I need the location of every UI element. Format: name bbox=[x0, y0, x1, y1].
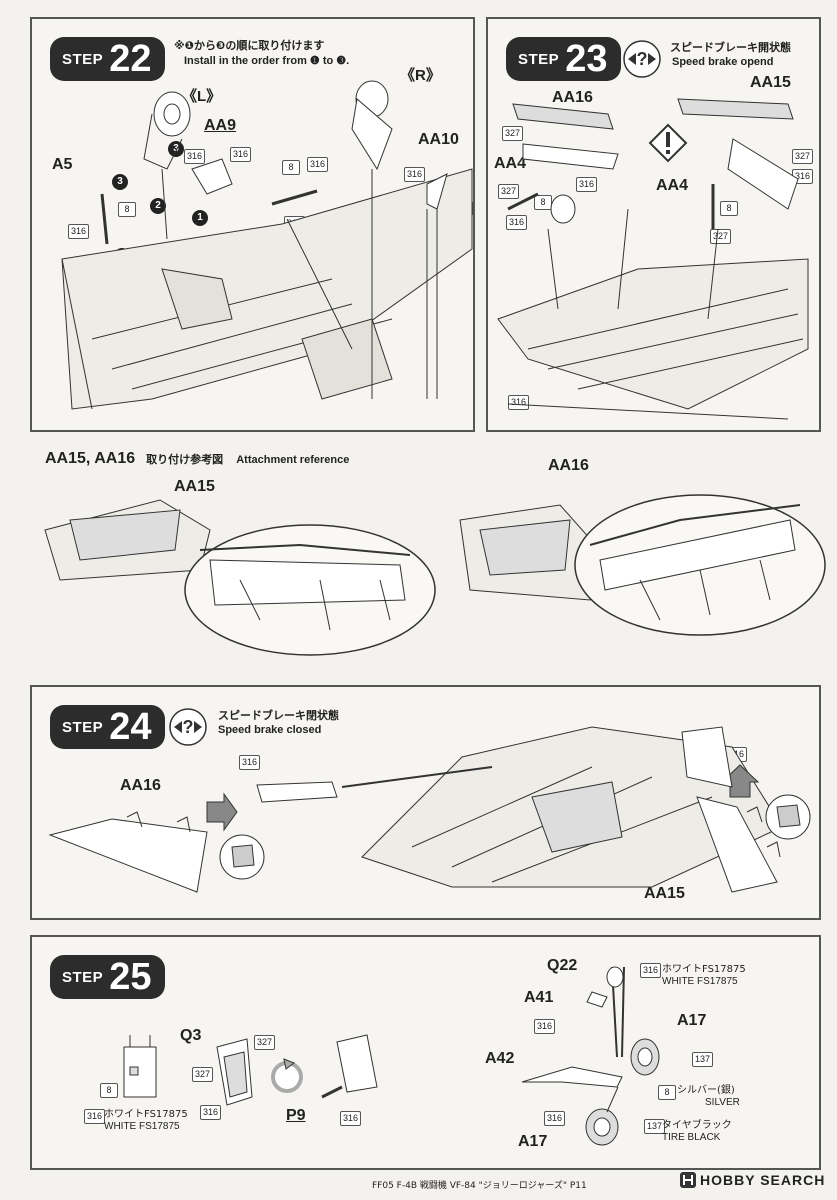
label-left: 《L》 bbox=[182, 88, 222, 105]
step-25-panel: STEP 25 Q3 P9 Q22 A41 A17 A42 A17 8 316 … bbox=[30, 935, 821, 1170]
paint-silver: シルバー(銀) SILVER bbox=[677, 1085, 740, 1109]
paint-white-jp: ホワイトFS17875 bbox=[104, 1109, 188, 1120]
step-22-note-en: Install in the order from ❶ to ❸. bbox=[184, 55, 350, 67]
tag-8: 8 bbox=[282, 160, 300, 175]
tag-327: 327 bbox=[192, 1067, 214, 1082]
tag-8: 8 bbox=[720, 201, 738, 216]
tag-316: 316 bbox=[640, 963, 662, 978]
part-aa16: AA16 bbox=[552, 89, 593, 106]
part-aa9: AA9 bbox=[204, 117, 237, 134]
part-aa15: AA15 bbox=[750, 74, 791, 91]
speed-brake-open-icon: ? bbox=[623, 40, 661, 78]
paint-white-jp: ホワイトFS17875 bbox=[662, 964, 746, 975]
part-a42: A42 bbox=[485, 1050, 515, 1067]
part-a17: A17 bbox=[677, 1012, 707, 1029]
tag-316: 316 bbox=[200, 1105, 222, 1120]
step-23-panel: STEP 23 ? スピードブレーキ開状態 Speed brake opend … bbox=[486, 17, 821, 432]
tag-137: 137 bbox=[692, 1052, 714, 1067]
paint-tire-black: タイヤブラック TIRE BLACK bbox=[662, 1120, 732, 1144]
tag-327: 327 bbox=[792, 149, 814, 164]
step-24-badge: STEP 24 bbox=[50, 705, 166, 749]
reference-aa15: AA15 bbox=[174, 478, 215, 495]
part-aa10: AA10 bbox=[418, 131, 459, 148]
step-24-title-en: Speed brake closed bbox=[218, 724, 322, 736]
order-3-marker: 3 bbox=[112, 174, 128, 190]
part-aa16: AA16 bbox=[120, 777, 161, 794]
paint-silver-en: SILVER bbox=[705, 1097, 740, 1108]
tag-316: 316 bbox=[68, 224, 90, 239]
part-p9: P9 bbox=[286, 1107, 306, 1124]
tag-316: 316 bbox=[506, 215, 528, 230]
reference-title-en: Attachment reference bbox=[236, 454, 350, 466]
hobby-search-logo: HOBBY SEARCH bbox=[680, 1172, 825, 1188]
hobby-search-logo-icon bbox=[680, 1172, 696, 1188]
reference-aa16: AA16 bbox=[548, 457, 589, 474]
tag-316: 316 bbox=[576, 177, 598, 192]
reference-title-parts: AA15, AA16 bbox=[45, 450, 136, 467]
paint-white-left: ホワイトFS17875 WHITE FS17875 bbox=[104, 1109, 188, 1133]
order-2-marker: 2 bbox=[150, 198, 166, 214]
part-q22: Q22 bbox=[547, 957, 578, 974]
order-3-marker: 3 bbox=[168, 141, 184, 157]
step-23-assembly-drawing bbox=[497, 98, 809, 420]
reference-title-jp: 取り付け参考図 bbox=[146, 453, 224, 466]
paint-white-right: ホワイトFS17875 WHITE FS17875 bbox=[662, 964, 746, 988]
step-22-note-jp: ※❶から❸の順に取り付けます bbox=[174, 39, 325, 52]
attachment-reference-drawing bbox=[44, 494, 826, 656]
step-24-panel: STEP 24 ? スピードブレーキ閉状態 Speed brake closed… bbox=[30, 685, 821, 920]
tag-316: 316 bbox=[508, 395, 530, 410]
tag-316: 316 bbox=[340, 1111, 362, 1126]
paint-tire-en: TIRE BLACK bbox=[662, 1132, 721, 1143]
tag-316: 316 bbox=[230, 147, 252, 162]
footer-caption: FF05 F-4B 戦闘機 VF-84 "ジョリーロジャーズ" P11 bbox=[372, 1181, 587, 1191]
part-aa4: AA4 bbox=[656, 177, 689, 194]
tag-316: 316 bbox=[534, 1019, 556, 1034]
part-q3: Q3 bbox=[180, 1027, 202, 1044]
tag-316: 316 bbox=[184, 149, 206, 164]
tag-8: 8 bbox=[658, 1085, 676, 1100]
tag-8: 8 bbox=[100, 1083, 118, 1098]
paint-white-en: WHITE FS17875 bbox=[104, 1121, 180, 1132]
step-25-assembly-drawing bbox=[123, 966, 660, 1146]
reference-title: AA15, AA16 取り付け参考図 Attachment reference bbox=[45, 450, 349, 468]
step-23-title-en: Speed brake opend bbox=[672, 56, 774, 68]
step-25-badge: STEP 25 bbox=[50, 955, 166, 999]
tag-8: 8 bbox=[118, 202, 136, 217]
tag-137: 137 bbox=[644, 1119, 666, 1134]
step-23-badge: STEP 23 bbox=[506, 37, 622, 81]
label-right: 《R》 bbox=[400, 67, 441, 84]
tag-327: 327 bbox=[502, 126, 524, 141]
part-a5: A5 bbox=[52, 156, 73, 173]
part-a41: A41 bbox=[524, 989, 554, 1006]
tag-316: 316 bbox=[307, 157, 329, 172]
tag-316: 316 bbox=[239, 755, 261, 770]
step-22-assembly-drawing bbox=[61, 80, 473, 410]
step-22-badge: STEP 22 bbox=[50, 37, 166, 81]
step-24-title-jp: スピードブレーキ閉状態 bbox=[218, 709, 339, 722]
tag-316: 316 bbox=[84, 1109, 106, 1124]
svg-text:?: ? bbox=[637, 49, 648, 69]
tag-316: 316 bbox=[404, 167, 426, 182]
tag-316: 316 bbox=[544, 1111, 566, 1126]
tag-8: 8 bbox=[534, 195, 552, 210]
step-22-panel: STEP 22 ※❶から❸の順に取り付けます Install in the or… bbox=[30, 17, 475, 432]
part-a17: A17 bbox=[518, 1133, 548, 1150]
step-24-assembly-drawing bbox=[48, 726, 811, 893]
order-1-marker: 1 bbox=[192, 210, 208, 226]
paint-silver-jp: シルバー(銀) bbox=[677, 1085, 735, 1096]
paint-white-en: WHITE FS17875 bbox=[662, 976, 738, 987]
paint-tire-jp: タイヤブラック bbox=[662, 1120, 732, 1131]
tag-327: 327 bbox=[254, 1035, 276, 1050]
hobby-search-logo-text: HOBBY SEARCH bbox=[700, 1172, 826, 1188]
speed-brake-closed-icon: ? bbox=[169, 708, 207, 746]
tag-327: 327 bbox=[498, 184, 520, 199]
warning-icon bbox=[648, 123, 688, 163]
part-aa15: AA15 bbox=[644, 885, 685, 902]
tag-327: 327 bbox=[710, 229, 732, 244]
step-23-title-jp: スピードブレーキ開状態 bbox=[670, 41, 791, 54]
part-aa4: AA4 bbox=[494, 155, 527, 172]
svg-text:?: ? bbox=[183, 717, 194, 737]
